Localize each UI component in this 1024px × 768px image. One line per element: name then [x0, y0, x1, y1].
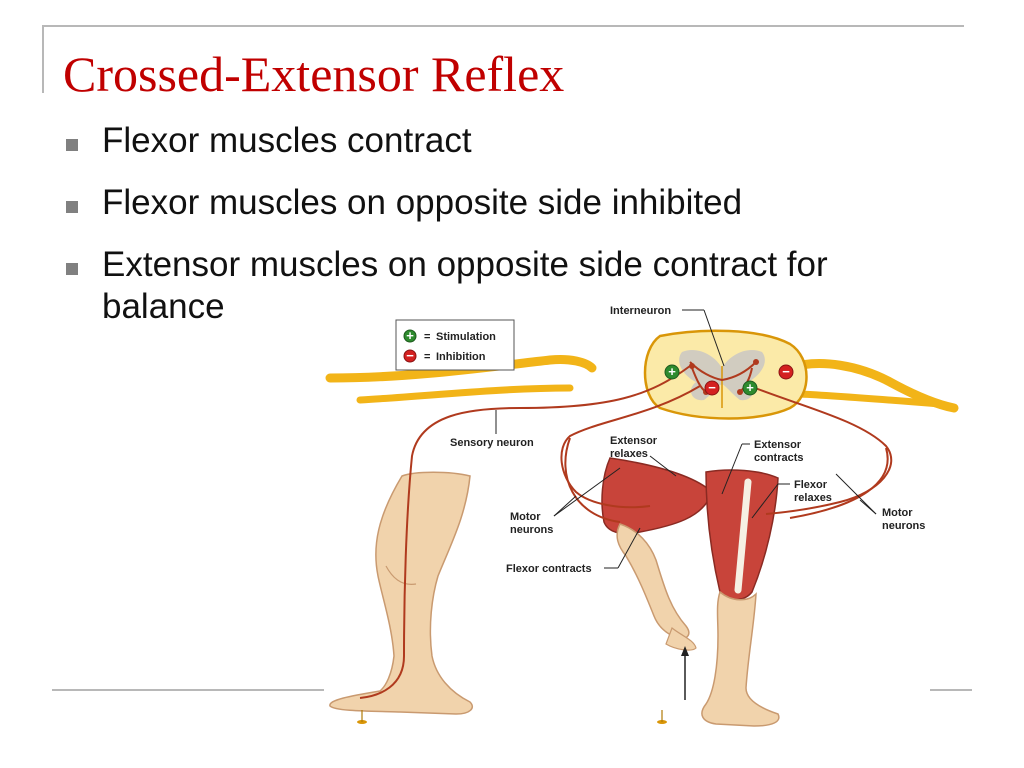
- leader-line-extensor-relaxes: [649, 455, 677, 477]
- bullet-item: Flexor muscles contract: [60, 120, 940, 162]
- leader-line-interneuron: [703, 309, 725, 367]
- leader-line-extensor-contracts: [721, 443, 743, 495]
- label-flexor-relaxes-line2: relaxes: [794, 492, 832, 504]
- motor-neuron-left-path: [560, 385, 701, 509]
- svg-text:=: =: [424, 331, 430, 343]
- synapse-dot: [689, 363, 695, 369]
- inhibition-marker: −: [778, 364, 794, 380]
- bullet-item: Extensor muscles on opposite side contra…: [60, 244, 940, 328]
- legend-stimulation-label: Stimulation: [436, 331, 496, 343]
- bullet-item: Flexor muscles on opposite side inhibite…: [60, 182, 940, 224]
- legend-box: + = Stimulation − = Inhibition: [395, 319, 515, 371]
- legend-stimulation-row: + = Stimulation: [403, 328, 496, 343]
- motor-neuron-left-lower-path: [564, 437, 621, 523]
- label-interneuron: Interneuron: [610, 305, 671, 317]
- inhibition-marker: −: [704, 380, 720, 396]
- sensory-neuron-path: [359, 365, 691, 699]
- svg-text:−: −: [782, 364, 790, 379]
- square-bullet-icon: [66, 263, 78, 275]
- label-motor-neurons-right-line2: neurons: [882, 520, 925, 532]
- label-motor-neurons-left-line1: Motor: [510, 511, 541, 523]
- motor-neuron-right-lower-path: [789, 447, 889, 519]
- square-bullet-icon: [66, 201, 78, 213]
- svg-text:−: −: [406, 348, 414, 363]
- leader-line-motor-left: [553, 495, 577, 517]
- raised-shin-illustration: [616, 523, 690, 640]
- frame-left-rule: [42, 25, 44, 93]
- svg-text:−: −: [708, 380, 716, 395]
- tack-icon: [357, 710, 367, 724]
- bullet-text: Flexor muscles contract: [102, 121, 472, 160]
- frame-top-rule: [42, 25, 964, 27]
- label-flexor-relaxes-line1: Flexor: [794, 479, 828, 491]
- left-leg-knee-shade: [385, 565, 417, 586]
- label-sensory-neuron: Sensory neuron: [450, 437, 534, 449]
- svg-text:+: +: [746, 380, 754, 395]
- standing-shin-illustration: [701, 590, 780, 727]
- leader-line-motor-left: [553, 467, 621, 517]
- left-spinal-nerve: [325, 355, 597, 383]
- bullet-text: Flexor muscles on opposite side inhibite…: [102, 183, 743, 222]
- left-spinal-nerve-lower: [356, 384, 574, 404]
- motor-neuron-right-path: [749, 385, 893, 515]
- label-extensor-contracts-line1: Extensor: [754, 439, 802, 451]
- svg-text:+: +: [668, 364, 676, 379]
- stimulation-marker: +: [742, 380, 758, 396]
- svg-text:+: +: [406, 328, 414, 343]
- left-leg-illustration: [329, 471, 474, 715]
- right-spinal-nerve-lower: [796, 390, 944, 408]
- stimulus-arrow-head-icon: [681, 646, 689, 656]
- raised-foot-illustration: [665, 627, 697, 651]
- legend-inhibition-label: Inhibition: [436, 351, 486, 363]
- label-extensor-relaxes-line2: relaxes: [610, 448, 648, 460]
- standing-thigh-bone: [734, 478, 752, 594]
- bullet-text: Extensor muscles on opposite side contra…: [102, 245, 828, 326]
- label-extensor-relaxes-line1: Extensor: [610, 435, 658, 447]
- leader-line-motor-right: [835, 473, 877, 515]
- label-motor-neurons-right-line1: Motor: [882, 507, 913, 519]
- stimulation-marker: +: [664, 364, 680, 380]
- frame-bottom-rule-left: [52, 689, 324, 691]
- interneuron-pathway: [689, 361, 757, 382]
- raised-thigh-illustration: [601, 457, 713, 535]
- label-motor-neurons-left-line2: neurons: [510, 524, 553, 536]
- leader-line-flexor-relaxes: [751, 483, 779, 519]
- bullet-list: Flexor muscles contract Flexor muscles o…: [60, 120, 940, 348]
- synapse-dot: [737, 389, 743, 395]
- crossed-extensor-reflex-diagram: + − + − + = Stimulation − =: [325, 305, 959, 727]
- square-bullet-icon: [66, 139, 78, 151]
- svg-text:=: =: [424, 351, 430, 363]
- frame-bottom-rule-right: [930, 689, 972, 691]
- synapse-dot: [753, 359, 759, 365]
- slide-title: Crossed-Extensor Reflex: [63, 46, 565, 102]
- legend-inhibition-row: − = Inhibition: [403, 348, 486, 363]
- label-extensor-contracts-line2: contracts: [754, 452, 804, 464]
- label-flexor-contracts: Flexor contracts: [506, 563, 592, 575]
- leader-line-flexor-contracts: [617, 527, 641, 569]
- tack-icon: [657, 710, 667, 724]
